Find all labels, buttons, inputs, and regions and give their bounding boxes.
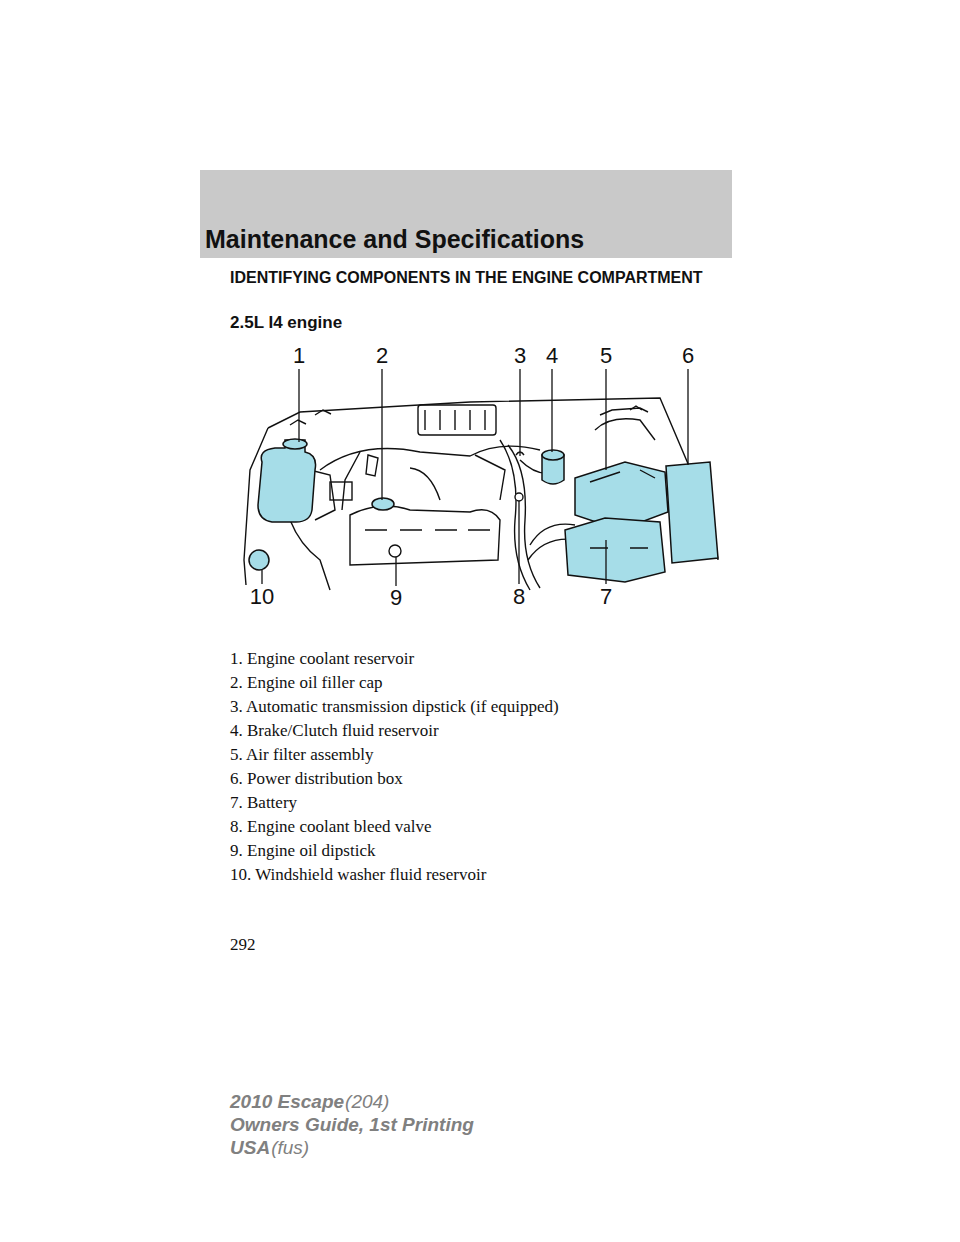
component-list-item: 8. Engine coolant bleed valve [230, 817, 432, 837]
power-distribution-box [666, 462, 718, 563]
footer-model: 2010 Escape [230, 1091, 344, 1113]
component-list-item: 10. Windshield washer fluid reservoir [230, 865, 486, 885]
valve-cover [350, 506, 500, 565]
page-number: 292 [230, 935, 256, 955]
footer-market: USA [230, 1137, 270, 1159]
brake-fluid-cap [542, 450, 564, 460]
leader-line [605, 369, 606, 470]
callout-number: 1 [293, 345, 305, 367]
leader-line [605, 540, 606, 584]
component-list-item: 2. Engine oil filler cap [230, 673, 382, 693]
callout-number: 2 [376, 345, 388, 367]
connector [330, 482, 352, 500]
manifold-runners [425, 410, 485, 430]
leader-line [395, 557, 396, 586]
hose [410, 468, 440, 500]
connector [366, 455, 378, 476]
battery [565, 518, 665, 582]
coolant-reservoir [258, 440, 316, 522]
component-list-item: 9. Engine oil dipstick [230, 841, 375, 861]
component-list-item: 7. Battery [230, 793, 297, 813]
oil-dipstick [389, 545, 401, 557]
engine-subheading: 2.5L I4 engine [230, 313, 342, 333]
section-header: Maintenance and Specifications [205, 224, 584, 254]
battery-terminals [590, 547, 648, 548]
coolant-bleed-valve [515, 493, 523, 501]
callout-number: 3 [514, 345, 526, 367]
small-parts [389, 452, 655, 557]
callout-number: 4 [546, 345, 558, 367]
footer-code: (fus) [271, 1137, 309, 1159]
callout-number: 6 [682, 345, 694, 367]
coil-packs [365, 529, 490, 530]
oil-filler-cap [372, 498, 394, 510]
air-filter-clips [590, 470, 655, 482]
highlighted-components [249, 439, 718, 582]
page-heading: IDENTIFYING COMPONENTS IN THE ENGINE COM… [230, 268, 703, 288]
leader-line [518, 501, 519, 584]
header-band: Maintenance and Specifications [200, 170, 732, 258]
hose [595, 419, 655, 440]
footer-code: (204) [345, 1091, 389, 1113]
component-list-item: 4. Brake/Clutch fluid reservoir [230, 721, 439, 741]
callout-number: 7 [600, 586, 612, 608]
engine-bay-lines [244, 398, 718, 590]
leader-lines [262, 369, 688, 586]
footer-printing: Owners Guide, 1st Printing [230, 1114, 474, 1136]
component-list-item: 5. Air filter assembly [230, 745, 374, 765]
hose [342, 452, 360, 510]
leader-line [519, 369, 520, 456]
hose [290, 520, 330, 590]
hose [508, 445, 540, 588]
callout-number: 9 [390, 587, 402, 609]
component-list-item: 1. Engine coolant reservoir [230, 649, 414, 669]
intake-manifold [418, 405, 496, 435]
leader-line [687, 369, 688, 465]
leader-line [551, 369, 552, 452]
callout-number: 8 [513, 586, 525, 608]
leader-line [298, 369, 299, 442]
leader-line [261, 570, 262, 584]
component-list-item: 6. Power distribution box [230, 769, 403, 789]
component-list-item: 3. Automatic transmission dipstick (if e… [230, 697, 559, 717]
washer-fluid-cap [249, 550, 269, 570]
callout-number: 5 [600, 345, 612, 367]
wire [475, 455, 505, 500]
leader-line [381, 369, 382, 500]
callout-number: 10 [250, 586, 274, 608]
coolant-cap [283, 439, 307, 449]
fasteners [290, 406, 642, 425]
